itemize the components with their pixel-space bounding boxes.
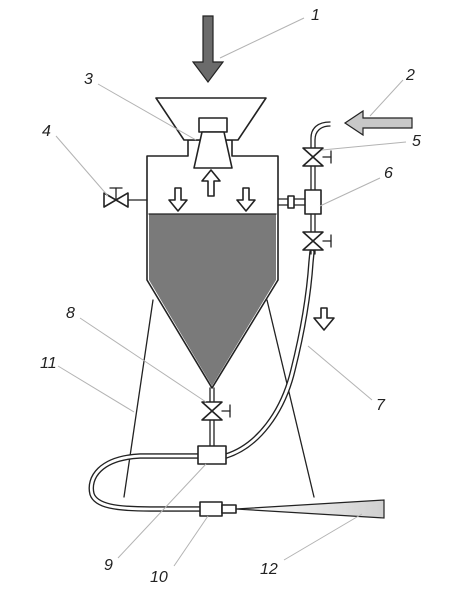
label-4: 4 xyxy=(42,123,51,140)
dosing-valve xyxy=(201,387,231,447)
pressure-arrows xyxy=(168,169,256,212)
label-5: 5 xyxy=(412,133,421,150)
return-hose xyxy=(223,249,315,459)
label-8: 8 xyxy=(66,305,75,322)
arrow-down-left-icon xyxy=(168,187,188,212)
air-input-arrow-icon xyxy=(343,109,413,137)
mixing-tee xyxy=(197,445,227,465)
stand-legs xyxy=(123,299,315,498)
loading-funnel xyxy=(155,97,267,169)
abrasive-fill xyxy=(149,214,276,386)
label-1: 1 xyxy=(311,7,320,24)
leader-lines xyxy=(55,17,407,567)
label-6: 6 xyxy=(384,165,393,182)
arrow-down-right-icon xyxy=(236,187,256,212)
label-7: 7 xyxy=(376,397,386,414)
label-12: 12 xyxy=(260,561,278,578)
label-2: 2 xyxy=(405,67,415,84)
arrow-up-center-icon xyxy=(201,169,221,197)
callout-labels: 1 2 3 4 5 6 7 8 9 10 11 12 xyxy=(40,7,421,586)
label-10: 10 xyxy=(150,569,168,586)
blast-hose xyxy=(88,453,203,512)
exhaust-arrow-icon xyxy=(313,307,335,331)
label-3: 3 xyxy=(84,71,93,88)
abrasive-jet xyxy=(235,499,385,519)
nozzle xyxy=(199,501,237,517)
vent-valve xyxy=(103,187,148,208)
label-9: 9 xyxy=(104,557,113,574)
label-11: 11 xyxy=(40,355,57,372)
air-line xyxy=(277,121,332,255)
input-arrow-icon xyxy=(191,15,225,83)
